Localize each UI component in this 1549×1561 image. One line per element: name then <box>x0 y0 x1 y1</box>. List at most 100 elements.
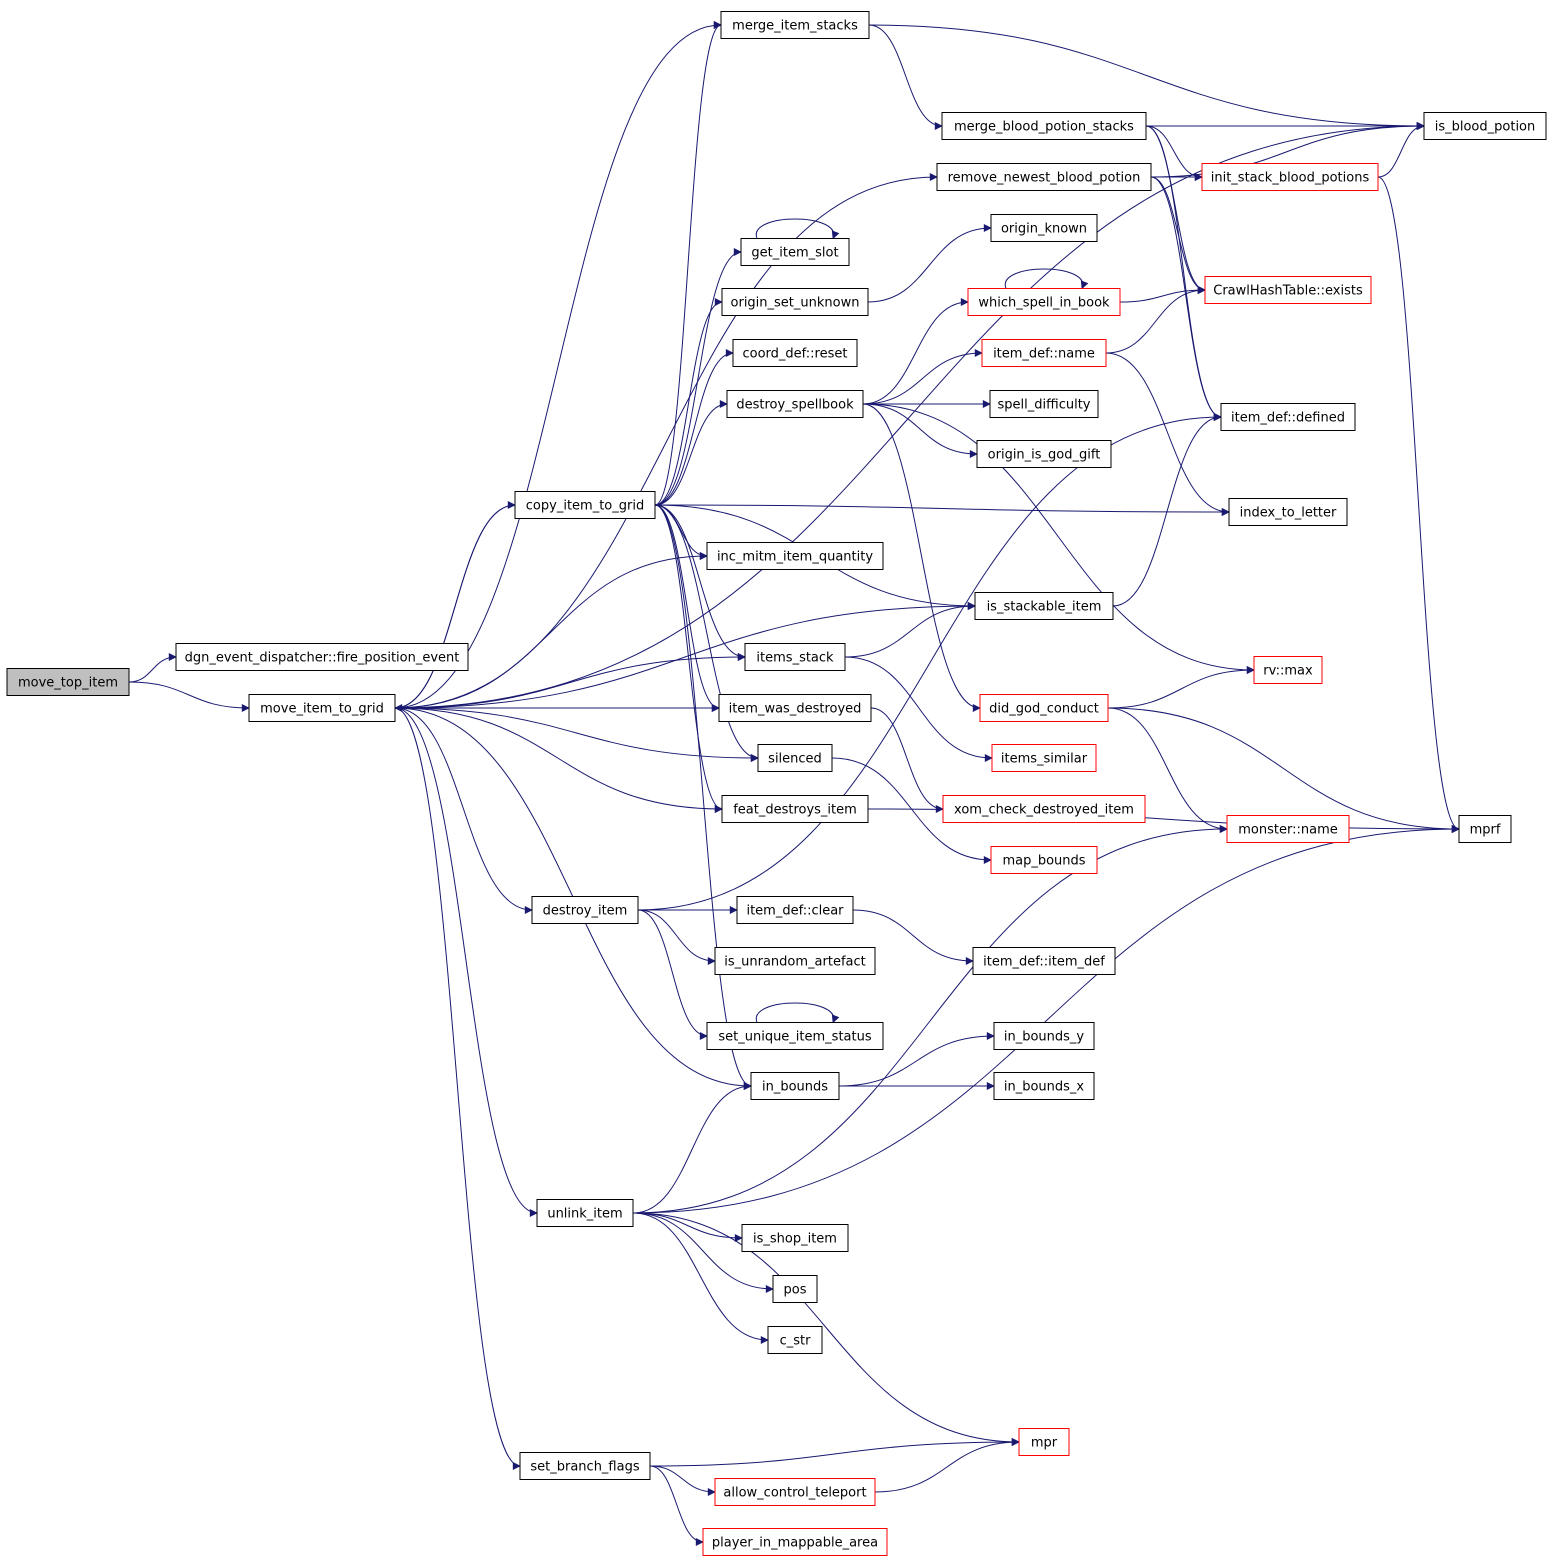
node-spell_difficulty[interactable]: spell_difficulty <box>989 390 1099 418</box>
node-label: item_def::clear <box>746 904 844 919</box>
edge-copy_item_to_grid-to-merge_item_stacks <box>654 21 722 506</box>
node-merge_blood_potion_stacks[interactable]: merge_blood_potion_stacks <box>941 112 1147 140</box>
node-box <box>718 694 872 722</box>
node-init_stack_blood_potions[interactable]: init_stack_blood_potions <box>1201 163 1379 191</box>
node-which_spell_in_book[interactable]: which_spell_in_book <box>967 288 1121 316</box>
node-box <box>989 390 1099 418</box>
node-mpr[interactable]: mpr <box>1018 1428 1070 1456</box>
edge-merge_item_stacks-to-merge_blood_potion_stacks <box>868 24 943 130</box>
node-in_bounds_y[interactable]: in_bounds_y <box>993 1022 1095 1050</box>
edge-item_was_destroyed-to-xom_check_destroyed_item <box>870 707 944 813</box>
edge-allow_control_teleport-to-mpr <box>874 1438 1020 1493</box>
node-box <box>772 1275 818 1303</box>
node-box <box>941 112 1147 140</box>
node-pos[interactable]: pos <box>772 1275 818 1303</box>
node-did_god_conduct[interactable]: did_god_conduct <box>979 694 1109 722</box>
node-origin_known[interactable]: origin_known <box>990 214 1098 242</box>
node-label: origin_known <box>1001 222 1087 237</box>
node-is_shop_item[interactable]: is_shop_item <box>741 1224 849 1252</box>
node-move_top_item[interactable]: move_top_item <box>6 668 130 696</box>
node-label: init_stack_blood_potions <box>1211 171 1370 186</box>
node-box <box>714 947 876 975</box>
node-in_bounds_x[interactable]: in_bounds_x <box>993 1072 1095 1100</box>
edge-destroy_spellbook-to-which_spell_in_book <box>862 298 969 405</box>
edge-unlink_item-to-is_shop_item <box>632 1212 743 1242</box>
node-item_def_defined[interactable]: item_def::defined <box>1220 403 1356 431</box>
node-is_blood_potion[interactable]: is_blood_potion <box>1423 112 1547 140</box>
node-rv_max[interactable]: rv::max <box>1253 656 1323 684</box>
edge-destroy_item-to-is_unrandom_artefact <box>637 909 716 965</box>
node-label: did_god_conduct <box>989 702 1099 717</box>
node-is_stackable_item[interactable]: is_stackable_item <box>974 592 1114 620</box>
edge-set_branch_flags-to-allow_control_teleport <box>649 1465 716 1496</box>
node-destroy_item[interactable]: destroy_item <box>531 896 639 924</box>
node-items_similar[interactable]: items_similar <box>991 744 1097 772</box>
edge-init_stack_blood_potions-to-is_blood_potion <box>1377 122 1425 178</box>
node-box <box>974 592 1114 620</box>
node-label: set_branch_flags <box>530 1460 639 1475</box>
node-label: merge_blood_potion_stacks <box>954 120 1134 135</box>
node-item_was_destroyed[interactable]: item_was_destroyed <box>718 694 872 722</box>
node-box <box>1201 163 1379 191</box>
node-label: item_was_destroyed <box>729 702 862 717</box>
node-silenced[interactable]: silenced <box>757 744 833 772</box>
node-mprf[interactable]: mprf <box>1458 815 1512 843</box>
node-box <box>993 1072 1095 1100</box>
node-move_item_to_grid[interactable]: move_item_to_grid <box>248 694 396 722</box>
node-crawl_hash_exists[interactable]: CrawlHashTable::exists <box>1204 276 1372 304</box>
node-allow_control_teleport[interactable]: allow_control_teleport <box>714 1478 876 1506</box>
node-item_def_clear[interactable]: item_def::clear <box>736 896 854 924</box>
node-player_in_mappable_area[interactable]: player_in_mappable_area <box>702 1528 888 1556</box>
node-items_stack[interactable]: items_stack <box>744 643 846 671</box>
node-map_bounds[interactable]: map_bounds <box>990 846 1098 874</box>
node-merge_item_stacks[interactable]: merge_item_stacks <box>720 11 870 39</box>
edge-init_stack_blood_potions-to-mprf <box>1377 176 1460 833</box>
edge-copy_item_to_grid-to-move_item_to_grid <box>394 504 516 712</box>
node-origin_set_unknown[interactable]: origin_set_unknown <box>721 288 869 316</box>
node-label: map_bounds <box>1002 854 1085 869</box>
node-xom_check_destroyed_item[interactable]: xom_check_destroyed_item <box>942 795 1146 823</box>
edge-copy_item_to_grid-to-inc_mitm_item_quantity <box>654 504 708 560</box>
node-item_def_item_def[interactable]: item_def::item_def <box>972 947 1116 975</box>
node-label: is_stackable_item <box>987 600 1102 615</box>
edge-set_branch_flags-to-player_in_mappable_area <box>649 1465 704 1546</box>
node-item_def_name[interactable]: item_def::name <box>981 339 1107 367</box>
edge-destroy_item-to-item_def_defined <box>637 413 1222 911</box>
node-box <box>979 694 1109 722</box>
node-box <box>972 947 1116 975</box>
node-set_branch_flags[interactable]: set_branch_flags <box>519 1452 651 1480</box>
node-label: silenced <box>768 752 822 767</box>
edge-unlink_item-to-mpr <box>632 1212 1020 1446</box>
node-box <box>750 1072 840 1100</box>
node-index_to_letter[interactable]: index_to_letter <box>1228 498 1348 526</box>
node-box <box>706 542 884 570</box>
node-remove_newest_blood_potion[interactable]: remove_newest_blood_potion <box>936 163 1152 191</box>
node-copy_item_to_grid[interactable]: copy_item_to_grid <box>514 491 656 519</box>
node-label: move_item_to_grid <box>260 702 384 717</box>
edge-did_god_conduct-to-mprf <box>1107 707 1460 833</box>
node-box <box>967 288 1121 316</box>
node-inc_mitm_item_quantity[interactable]: inc_mitm_item_quantity <box>706 542 884 570</box>
node-destroy_spellbook[interactable]: destroy_spellbook <box>726 390 864 418</box>
edge-move_item_to_grid-to-feat_destroys_item <box>394 707 723 813</box>
node-set_unique_item_status[interactable]: set_unique_item_status <box>706 1022 884 1050</box>
node-origin_is_god_gift[interactable]: origin_is_god_gift <box>976 440 1112 468</box>
node-get_item_slot[interactable]: get_item_slot <box>740 238 850 266</box>
node-unlink_item[interactable]: unlink_item <box>536 1199 634 1227</box>
node-fire_position_event[interactable]: dgn_event_dispatcher::fire_position_even… <box>175 643 469 671</box>
node-in_bounds[interactable]: in_bounds <box>750 1072 840 1100</box>
node-box <box>514 491 656 519</box>
edge-copy_item_to_grid-to-get_item_slot <box>654 248 742 506</box>
node-label: allow_control_teleport <box>723 1486 866 1501</box>
node-is_unrandom_artefact[interactable]: is_unrandom_artefact <box>714 947 876 975</box>
node-coord_def_reset[interactable]: coord_def::reset <box>732 339 858 367</box>
edge-move_item_to_grid-to-remove_newest_blood_potion <box>394 173 938 709</box>
node-label: xom_check_destroyed_item <box>954 803 1134 818</box>
node-box <box>942 795 1146 823</box>
node-monster_name[interactable]: monster::name <box>1226 815 1350 843</box>
node-label: which_spell_in_book <box>978 296 1110 311</box>
node-feat_destroys_item[interactable]: feat_destroys_item <box>721 795 869 823</box>
node-label: get_item_slot <box>751 246 838 261</box>
node-c_str[interactable]: c_str <box>767 1326 823 1354</box>
node-box <box>1458 815 1512 843</box>
